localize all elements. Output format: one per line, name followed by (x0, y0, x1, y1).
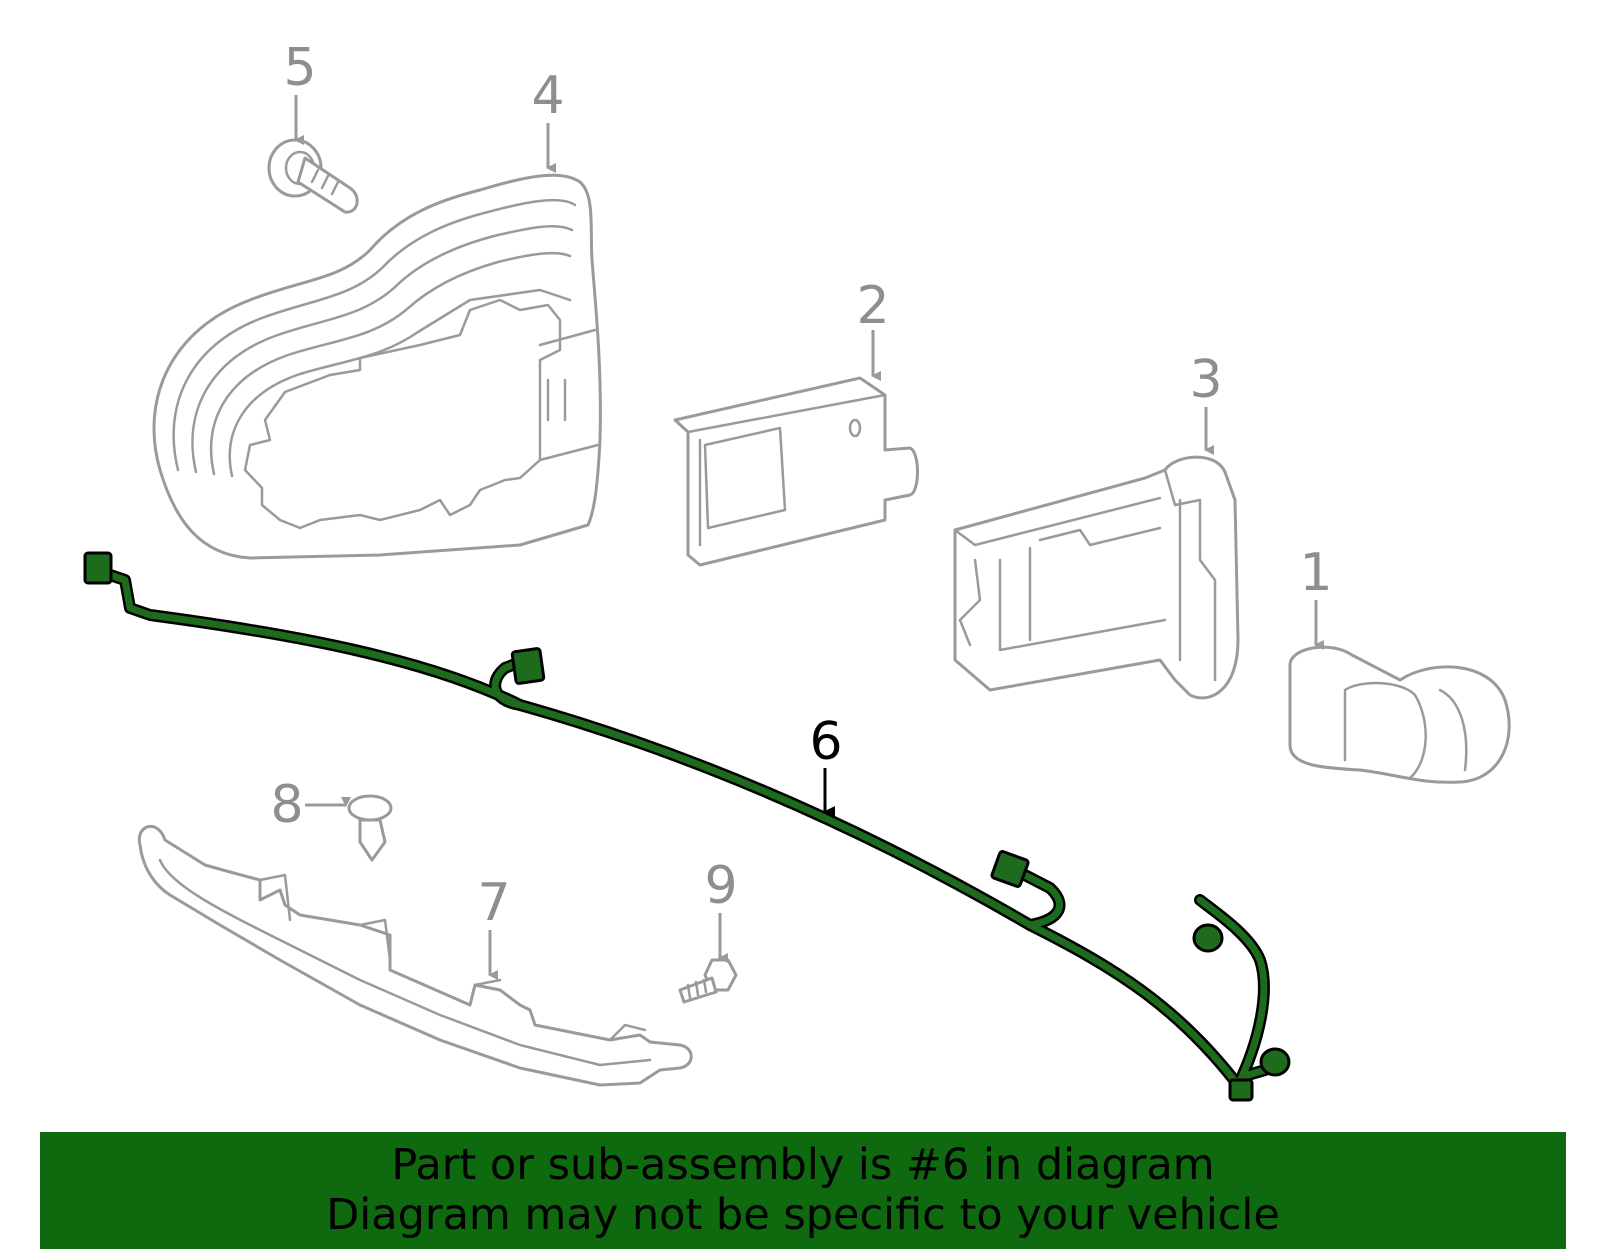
wiring-harness (83, 551, 1291, 1102)
callout-1: 1 (1299, 543, 1332, 603)
sensor (1288, 645, 1511, 784)
callout-3: 3 (1189, 350, 1222, 410)
push-clip (347, 794, 393, 862)
harness-branch-1 (491, 658, 524, 709)
callout-6: 6 (809, 712, 842, 772)
module-bracket (953, 455, 1240, 700)
callout-2: 2 (856, 276, 889, 336)
callout-7: 7 (477, 873, 510, 933)
tail-lamp-housing (152, 173, 602, 560)
bolt (267, 138, 359, 214)
callout-5: 5 (283, 38, 316, 98)
bumper-reinforcement (137, 824, 693, 1087)
harness-connector (510, 647, 546, 685)
callout-9: 9 (704, 856, 737, 916)
harness-connector (1259, 1047, 1291, 1077)
harness-branch-2 (1011, 866, 1063, 929)
callout-8: 8 (270, 775, 303, 835)
harness-connector (1228, 1078, 1254, 1102)
harness-branch-3 (1196, 896, 1268, 1089)
banner-line-1: Part or sub-assembly is #6 in diagram (391, 1140, 1215, 1190)
harness-connector (1192, 923, 1224, 953)
callout-4: 4 (531, 66, 564, 126)
callout-leaders (294, 95, 1324, 980)
harness-connector (83, 551, 113, 585)
control-module (673, 376, 919, 567)
info-banner: Part or sub-assembly is #6 in diagram Di… (40, 1132, 1566, 1249)
banner-line-2: Diagram may not be specific to your vehi… (326, 1190, 1280, 1240)
harness-connector (990, 850, 1030, 888)
screw (678, 958, 738, 1004)
harness-wire (106, 571, 1242, 1089)
